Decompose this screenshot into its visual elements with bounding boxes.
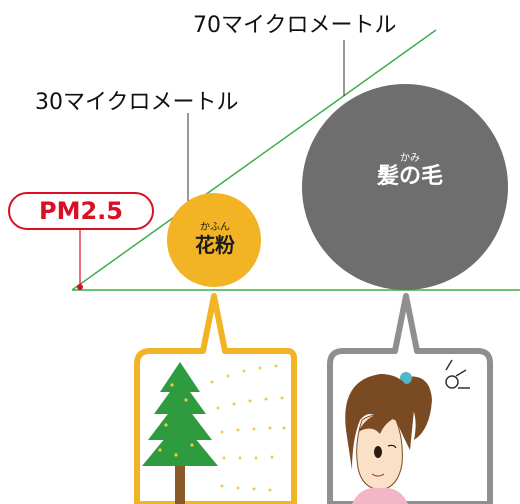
cedar-tree-icon [142, 362, 286, 504]
hair-label: かみ 髪の毛 [320, 153, 500, 189]
hair-circle [302, 84, 508, 290]
hair-text: 髪の毛 [376, 164, 443, 189]
girl-hair-icon [345, 359, 470, 504]
diagonal-line [71, 29, 437, 291]
pollen-circle [167, 193, 261, 287]
hair-callout [327, 293, 493, 504]
label-30-micrometer: 30マイクロメートル [35, 90, 239, 115]
pm25-badge: PM2.5 [8, 192, 154, 230]
hair-ruby: かみ [400, 153, 420, 164]
pollen-label: かふん 花粉 [170, 222, 260, 256]
pm-dot [77, 284, 83, 290]
pollen-callout [134, 293, 297, 504]
label-70-micrometer: 70マイクロメートル [193, 13, 397, 38]
pm25-label: PM2.5 [39, 197, 123, 225]
pollen-ruby: かふん [200, 222, 230, 233]
pollen-text: 花粉 [195, 233, 235, 257]
